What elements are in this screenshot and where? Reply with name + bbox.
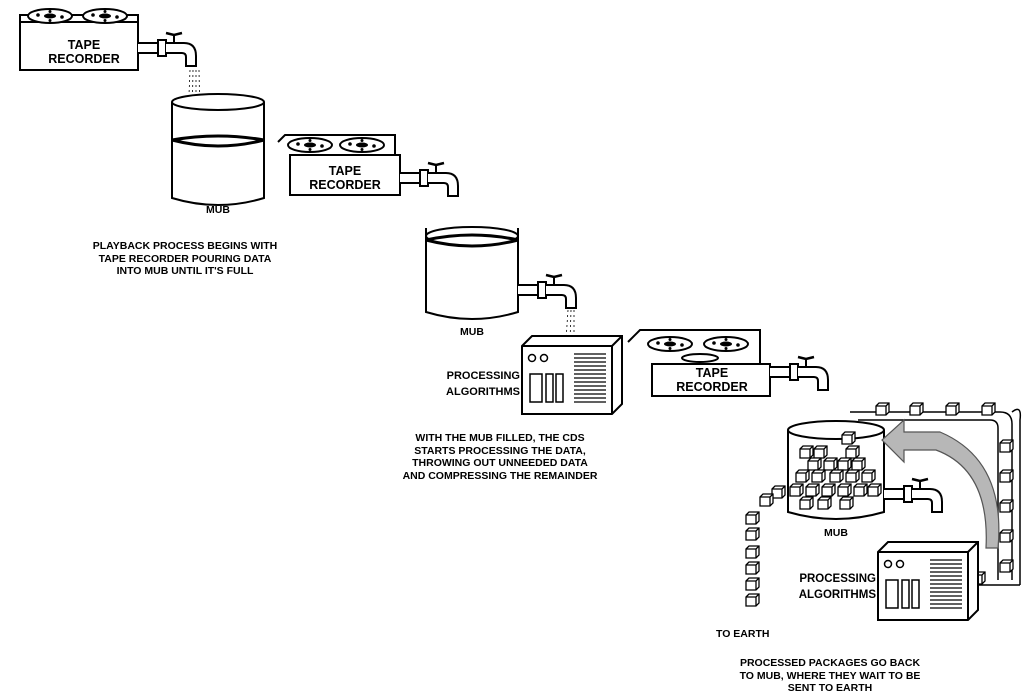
- reel-icon: [703, 336, 749, 352]
- processor-label-line: ALGORITHMS: [798, 589, 876, 601]
- recorder-label-line: RECORDER: [48, 52, 120, 66]
- stage2-mub-tank: [425, 226, 519, 320]
- stage1-tape-recorder: [19, 8, 139, 71]
- stage2-processor-label: PROCESSING ALGORITHMS: [420, 368, 520, 400]
- stage1-caption: PLAYBACK PROCESS BEGINS WITH TAPE RECORD…: [60, 240, 310, 278]
- caption-line: INTO MUB UNTIL IT'S FULL: [116, 265, 254, 277]
- stage3-mub-label: MUB: [824, 527, 848, 539]
- recorder-label-line: TAPE: [67, 38, 101, 52]
- recorder-label-line: TAPE: [328, 164, 362, 178]
- recorder-label-line: RECORDER: [309, 178, 381, 192]
- caption-line: TO MUB, WHERE THEY WAIT TO BE: [739, 669, 921, 682]
- stage3-processing-computer: [877, 541, 979, 621]
- stage3-conveyor: [850, 408, 1022, 586]
- stage1-mub-tank: [171, 93, 265, 206]
- recorder-label-line: RECORDER: [676, 380, 748, 394]
- stage2-caption: WITH THE MUB FILLED, THE CDS STARTS PROC…: [370, 432, 630, 482]
- reel-icon: [339, 137, 385, 153]
- reel-icon: [27, 8, 73, 24]
- stage1-faucet-icon: [136, 31, 198, 68]
- caption-line: TAPE RECORDER POURING DATA: [98, 252, 272, 265]
- stage3-faucet-icon: [768, 355, 830, 392]
- caption-line: SENT TO EARTH: [787, 682, 873, 694]
- caption-line: THROWING OUT UNNEEDED DATA: [412, 457, 588, 469]
- stage3-outlet-faucet-icon: [882, 477, 944, 514]
- stage2-mub-label: MUB: [460, 326, 484, 338]
- stage3-processor-label: PROCESSING ALGORITHMS: [776, 571, 876, 603]
- to-earth-label: TO EARTH: [716, 628, 770, 640]
- caption-line: AND COMPRESSING THE REMAINDER: [402, 469, 598, 482]
- reel-icon: [287, 137, 333, 153]
- caption-line: WITH THE MUB FILLED, THE CDS: [415, 432, 585, 444]
- caption-line: STARTS PROCESSING THE DATA,: [414, 444, 586, 457]
- stage2-processing-computer: [521, 335, 623, 415]
- caption-line: PLAYBACK PROCESS BEGINS WITH: [92, 240, 278, 252]
- stage3-recorder-label: TAPE RECORDER: [656, 366, 768, 394]
- stage3-caption: PROCESSED PACKAGES GO BACK TO MUB, WHERE…: [700, 657, 960, 695]
- reel-icon: [82, 8, 128, 24]
- reel-icon: [647, 336, 693, 352]
- stage2-faucet-icon: [398, 161, 460, 198]
- return-arrow-icon: [881, 418, 1000, 549]
- caption-line: PROCESSED PACKAGES GO BACK: [739, 657, 921, 669]
- stage2-recorder-label: TAPE RECORDER: [292, 164, 398, 192]
- stage2-tape-recorder: [277, 134, 401, 196]
- stage2-outlet-faucet-icon: [516, 273, 578, 310]
- processor-label-line: PROCESSING: [799, 573, 876, 585]
- processor-label-line: ALGORITHMS: [446, 386, 520, 398]
- processor-label-line: PROCESSING: [446, 370, 520, 382]
- stage1-recorder-label: TAPE RECORDER: [29, 38, 139, 66]
- recorder-label-line: TAPE: [695, 366, 729, 380]
- stage1-mub-label: MUB: [206, 204, 230, 216]
- stage3-tape-recorder: [627, 329, 771, 397]
